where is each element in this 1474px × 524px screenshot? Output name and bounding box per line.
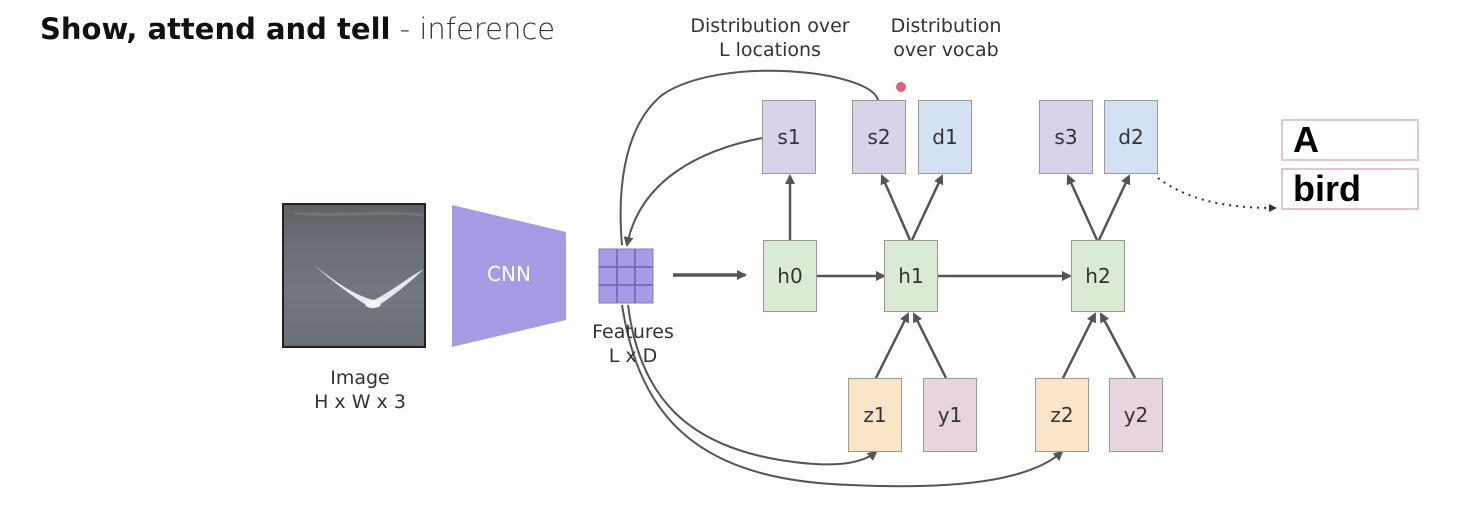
- curve-s1-features: [623, 137, 763, 247]
- arrow-h1-s2: [880, 174, 912, 241]
- arrow-z1-h1: [874, 312, 910, 379]
- cnn-trapezoid: [452, 205, 566, 347]
- locations-line1: Distribution over: [690, 15, 850, 37]
- curve-features-z1: [627, 304, 878, 466]
- node-h0: h0: [763, 240, 817, 312]
- node-z2: z2: [1035, 378, 1089, 452]
- output-word-1: A: [1281, 119, 1419, 161]
- node-s3: s3: [1039, 100, 1093, 174]
- node-y2: y2: [1109, 378, 1163, 452]
- image-caption-line1: Image: [330, 367, 390, 389]
- slide-title: Show, attend and tell - inference: [40, 12, 555, 46]
- node-h2: h2: [1071, 240, 1125, 312]
- arrow-y2-h2: [1099, 312, 1137, 379]
- node-h1: h1: [884, 240, 938, 312]
- node-d2: d2: [1104, 100, 1158, 174]
- vocab-line2: over vocab: [893, 39, 999, 61]
- title-suffix: - inference: [399, 12, 556, 46]
- node-y1: y1: [923, 378, 977, 452]
- curve-s2-features: [619, 69, 879, 246]
- image-caption-line2: H x W x 3: [314, 391, 406, 413]
- curve-features-z2: [621, 304, 1064, 488]
- vocab-line1: Distribution: [890, 15, 1002, 37]
- arrow-h2-s3: [1066, 174, 1099, 241]
- image-caption: Image H x W x 3: [290, 366, 430, 414]
- pointer-dot: [896, 82, 906, 92]
- input-image: [282, 203, 426, 348]
- seagull-icon: [293, 211, 424, 308]
- title-main: Show, attend and tell: [40, 12, 391, 46]
- output-word-2: bird: [1281, 168, 1419, 210]
- node-s1: s1: [762, 100, 816, 174]
- cnn-label: CNN: [487, 262, 531, 286]
- features-caption-line1: Features: [592, 321, 674, 343]
- arrow-z2-h2: [1061, 312, 1097, 379]
- node-s2: s2: [852, 100, 906, 174]
- features-caption: Features L x D: [573, 320, 693, 368]
- arrow-h1-d1: [910, 174, 944, 241]
- arrow-y1-h1: [912, 312, 948, 379]
- node-z1: z1: [848, 378, 902, 452]
- dotted-d2-words: [1157, 177, 1277, 212]
- node-d1: d1: [918, 100, 972, 174]
- arrow-h2-d2: [1097, 174, 1131, 241]
- label-distribution-locations: Distribution over L locations: [680, 14, 860, 62]
- locations-line2: L locations: [719, 39, 821, 61]
- features-grid: [598, 248, 654, 304]
- label-distribution-vocab: Distribution over vocab: [880, 14, 1012, 62]
- features-caption-line2: L x D: [608, 345, 658, 367]
